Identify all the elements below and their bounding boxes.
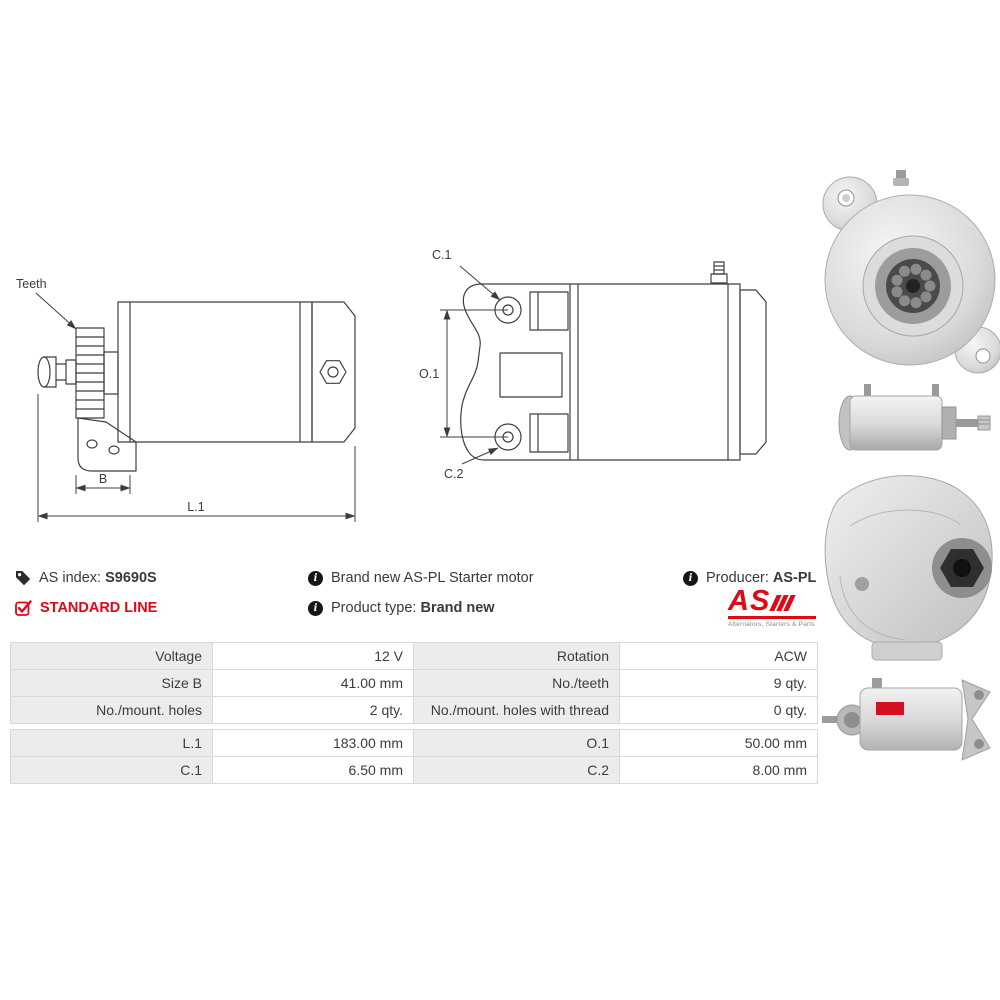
tag-icon (16, 571, 31, 586)
dim-l1-label: L.1 (187, 500, 204, 514)
photo-brand-sticker (876, 702, 904, 715)
product-photo-angled-view (824, 475, 993, 661)
technical-drawing-flange-view: C.1 O.1 (419, 248, 767, 481)
spec-label: No./teeth (413, 669, 620, 697)
flange-outline (460, 261, 767, 461)
dim-c1-label: C.1 (432, 248, 452, 262)
product-description: Brand new AS-PL Starter motor (331, 570, 534, 586)
standard-line-item: STANDARD LINE (15, 600, 157, 616)
spec-value: 0 qty. (619, 696, 818, 724)
as-index-value: S9690S (105, 570, 157, 586)
spec-value: 183.00 mm (212, 729, 414, 757)
spec-value: 8.00 mm (619, 756, 818, 784)
spec-value: ACW (619, 642, 818, 670)
spec-label: C.2 (413, 756, 620, 784)
product-photo-side-view-bracket (822, 678, 991, 761)
spec-label: No./mount. holes (10, 696, 213, 724)
dim-o1-label: O.1 (419, 367, 439, 381)
as-index-label: AS index: (39, 570, 102, 586)
technical-drawing-side-view: Teeth (16, 277, 356, 522)
product-type-label: Product type: (331, 600, 417, 616)
product-type-text: Product type: Brand new (331, 600, 495, 616)
spec-row: Voltage 12 V Rotation ACW (10, 642, 818, 670)
spec-label: L.1 (10, 729, 213, 757)
starter-motor-outline (37, 301, 356, 472)
dimension-lines-2 (440, 309, 508, 465)
teeth-arrow (35, 292, 77, 330)
spec-row: L.1 183.00 mm O.1 50.00 mm (10, 729, 818, 757)
product-type-value: Brand new (420, 600, 495, 616)
dimension-lines (37, 394, 356, 522)
spec-label: Size B (10, 669, 213, 697)
check-icon (15, 600, 32, 616)
standard-line-label: STANDARD LINE (40, 600, 158, 616)
spec-value: 6.50 mm (212, 756, 414, 784)
spec-row: C.1 6.50 mm C.2 8.00 mm (10, 756, 818, 784)
spec-label: Voltage (10, 642, 213, 670)
aspl-logo-bar (728, 616, 816, 619)
spec-label: C.1 (10, 756, 213, 784)
spec-label: Rotation (413, 642, 620, 670)
dim-c2-label: C.2 (444, 467, 464, 481)
spec-value: 41.00 mm (212, 669, 414, 697)
spec-value: 9 qty. (619, 669, 818, 697)
spec-table-group-2: L.1 183.00 mm O.1 50.00 mm C.1 6.50 mm C… (10, 729, 818, 784)
producer-value: AS-PL (772, 570, 817, 586)
as-index: AS index: S9690S (15, 570, 157, 586)
spec-row: No./mount. holes 2 qty. No./mount. holes… (10, 696, 818, 724)
pinion-teeth (891, 263, 936, 309)
spec-value: 2 qty. (212, 696, 414, 724)
spec-value: 12 V (212, 642, 414, 670)
info-icon: i (308, 600, 323, 616)
info-icon: i (683, 570, 698, 586)
producer-text: Producer: AS-PL (706, 570, 816, 586)
product-description-item: i Brand new AS-PL Starter motor (308, 570, 534, 586)
c1-arrow (459, 265, 501, 301)
producer-label: Producer: (706, 570, 769, 586)
product-type-item: i Product type: Brand new (308, 600, 495, 616)
spec-table-group-1: Voltage 12 V Rotation ACW Size B 41.00 m… (10, 642, 818, 724)
spec-label: No./mount. holes with thread (413, 696, 620, 724)
aspl-logo-text: AS (728, 585, 771, 617)
spec-value: 50.00 mm (619, 729, 818, 757)
product-photo-side-view-small (838, 384, 991, 451)
spec-table: Voltage 12 V Rotation ACW Size B 41.00 m… (10, 642, 818, 784)
info-icon: i (308, 570, 323, 586)
aspl-logo-subtext: Alternators, Starters & Parts (728, 621, 815, 628)
spec-row: Size B 41.00 mm No./teeth 9 qty. (10, 669, 818, 697)
aspl-logo: AS Alternators, Starters & Parts (728, 585, 816, 628)
aspl-logo-stripes (769, 595, 797, 614)
producer-item: i Producer: AS-PL (683, 570, 816, 586)
product-photo-front-view (822, 170, 1000, 374)
spec-label: O.1 (413, 729, 620, 757)
teeth-label: Teeth (16, 277, 47, 291)
as-index-text: AS index: S9690S (39, 570, 157, 586)
dim-b-label: B (99, 472, 107, 486)
